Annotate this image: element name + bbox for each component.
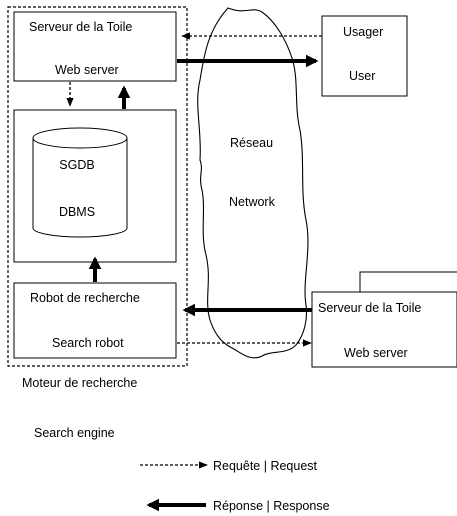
remote-web-server-label-fr: Serveur de la Toile [318,301,421,315]
remote-web-server-box: Serveur de la Toile Web server [311,271,457,368]
legend-response-label: Réponse | Response [213,499,330,513]
remote-web-server-label-en: Web server [344,346,408,360]
search-engine-label-fr: Moteur de recherche [22,376,137,390]
database-box: SGDB DBMS [13,109,177,263]
legend: Requête | Request Réponse | Response [140,459,330,513]
search-engine-boundary [7,6,188,367]
database-cylinder [32,138,128,238]
database-label-fr: SGDB [59,158,94,172]
web-server-top-label-en: Web server [55,63,119,77]
network-label-en: Network [229,195,276,209]
search-robot-label-en: Search robot [52,336,124,350]
database-cylinder-top [32,127,128,149]
web-server-top-box: Serveur de la Toile Web server [13,11,177,82]
user-box: Usager User [321,15,408,97]
legend-request-label: Requête | Request [213,459,318,473]
remote-web-server-back-page [359,271,457,292]
network-label-fr: Réseau [230,136,273,150]
database-label-en: DBMS [59,205,95,219]
web-server-top-label-fr: Serveur de la Toile [29,20,132,34]
network-cloud [197,7,309,359]
search-robot-label-fr: Robot de recherche [30,291,140,305]
search-robot-box: Robot de recherche Search robot [13,282,177,359]
search-engine-label-en: Search engine [34,426,115,440]
user-label-en: User [349,69,375,83]
user-label-fr: Usager [343,25,383,39]
